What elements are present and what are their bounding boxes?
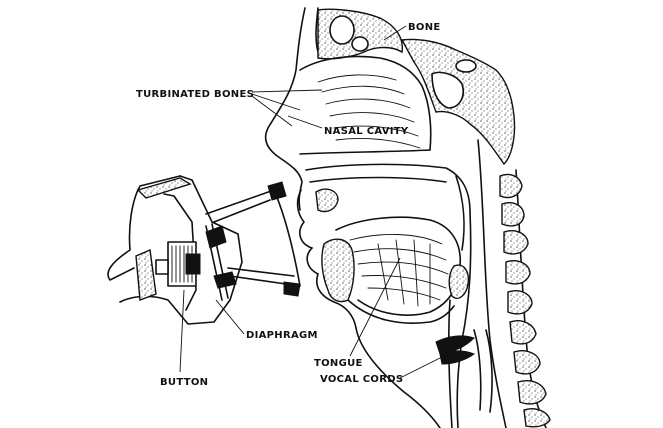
telephone-transmitter	[108, 176, 300, 324]
label-tongue: TONGUE	[314, 358, 363, 369]
label-nasal-cavity: NASAL CAVITY	[324, 126, 409, 137]
leader-diaphragm	[216, 300, 244, 334]
leader-button	[180, 290, 184, 372]
jaw	[316, 189, 468, 323]
leader-vocal-cords	[400, 352, 452, 378]
leader-nasal-cavity	[288, 116, 322, 128]
leader-turbinated-2	[252, 94, 300, 110]
leader-lines	[180, 26, 452, 378]
label-vocal-cords: VOCAL CORDS	[320, 374, 403, 385]
leader-turbinated-1	[252, 90, 322, 92]
spine	[478, 140, 550, 428]
label-diaphragm: DIAPHRAGM	[246, 330, 318, 341]
label-button: BUTTON	[160, 377, 208, 388]
nasal-cavity	[300, 57, 431, 155]
label-turbinated-bones: TURBINATED BONES	[136, 89, 254, 100]
larynx	[436, 330, 492, 412]
label-bone: BONE	[408, 22, 441, 33]
